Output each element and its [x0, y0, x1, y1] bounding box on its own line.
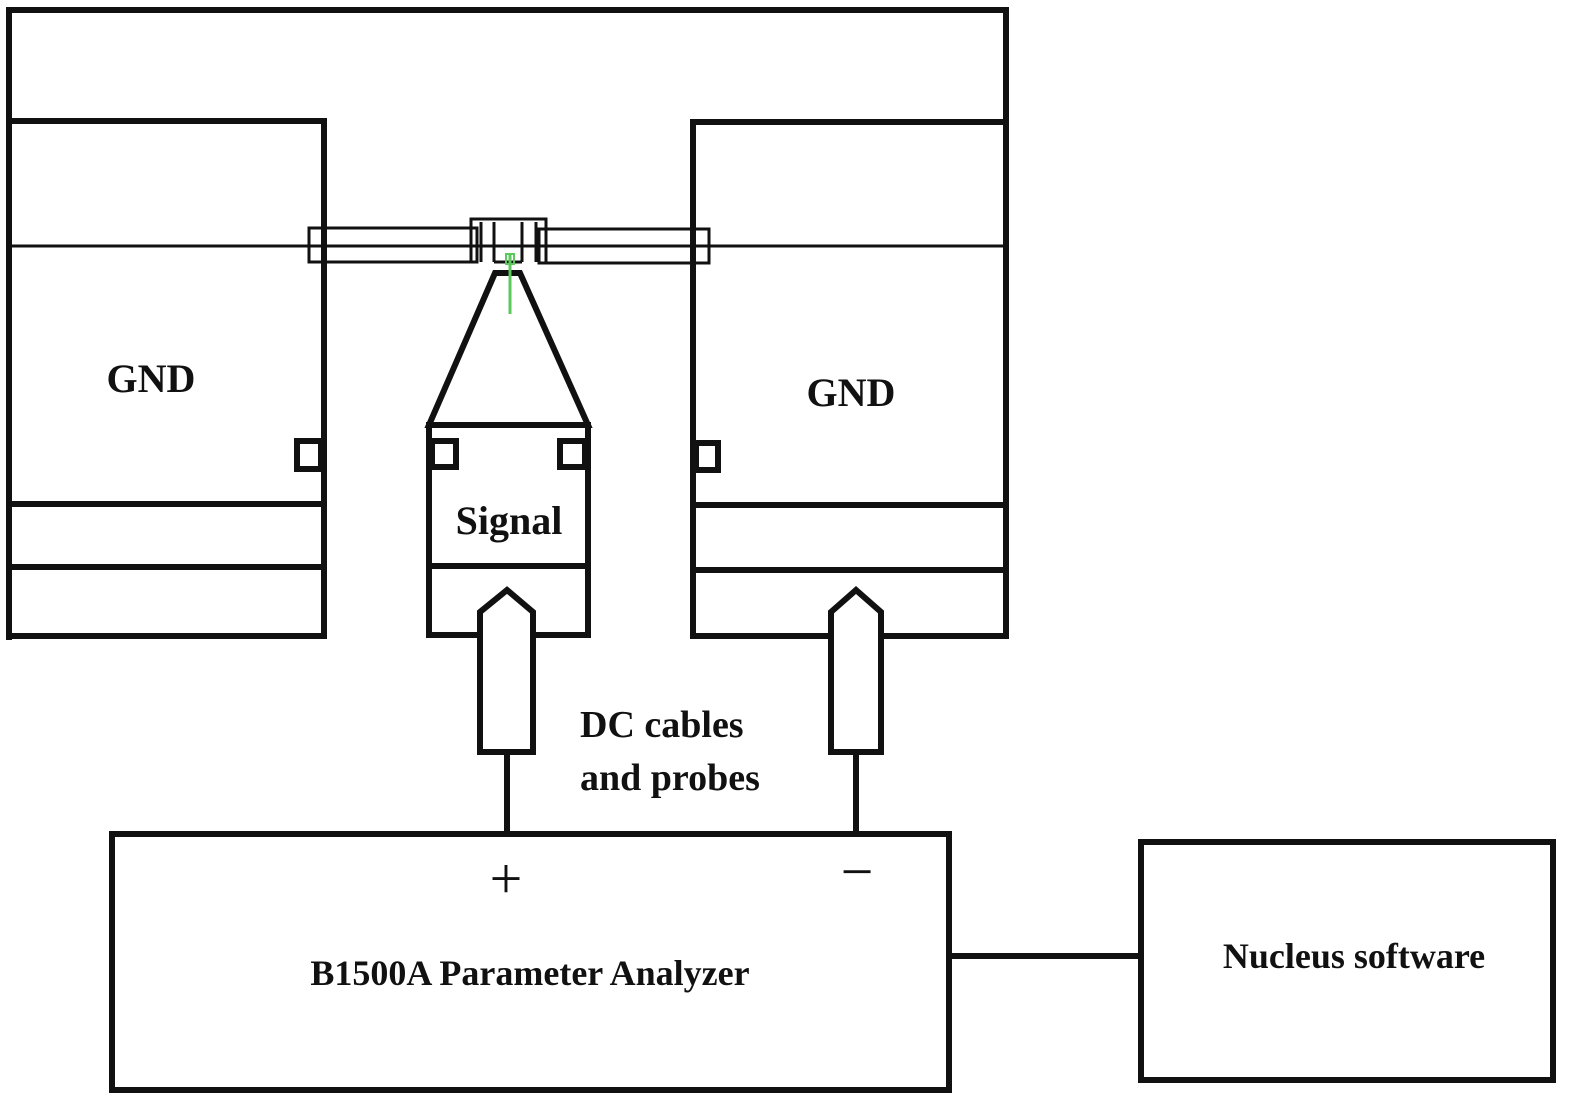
analyzer-label: B1500A Parameter Analyzer	[310, 953, 749, 993]
probe-notch-right	[557, 438, 588, 470]
cables-label-line2: and probes	[580, 757, 760, 799]
gnd-left-outline	[6, 118, 327, 639]
beam-left-arm	[307, 226, 479, 264]
gnd-right-label: GND	[807, 370, 896, 415]
nucleus-software: Nucleus software	[1138, 839, 1556, 1083]
signal-label: Signal	[456, 498, 563, 543]
chassis-frame	[6, 7, 1009, 640]
software-box	[1138, 839, 1556, 1083]
beam-right-arm	[537, 227, 711, 265]
minus-connector	[828, 586, 884, 755]
gnd-block-left: GND	[6, 118, 327, 639]
probe-notch-left	[429, 438, 459, 470]
minus-terminal-label: −	[841, 839, 874, 904]
probe-needle-tip	[505, 253, 515, 265]
gnd-left-notch	[294, 438, 324, 472]
parameter-analyzer: + − B1500A Parameter Analyzer	[109, 831, 952, 1093]
beam-center-cap	[469, 217, 548, 262]
chassis-outline	[6, 7, 1009, 640]
gnd-left-label: GND	[107, 356, 196, 401]
dc-cable-minus	[828, 586, 884, 834]
dc-cable-plus	[477, 586, 536, 834]
cables-label-line1: DC cables	[580, 704, 744, 746]
software-label: Nucleus software	[1223, 936, 1485, 976]
device-beam	[307, 217, 711, 265]
plus-connector	[477, 586, 536, 755]
gnd-block-right: GND	[690, 119, 1009, 639]
plus-terminal-label: +	[490, 846, 523, 911]
analyzer-box	[109, 831, 952, 1093]
signal-probe: Signal	[424, 253, 593, 638]
gnd-right-notch	[693, 440, 721, 473]
